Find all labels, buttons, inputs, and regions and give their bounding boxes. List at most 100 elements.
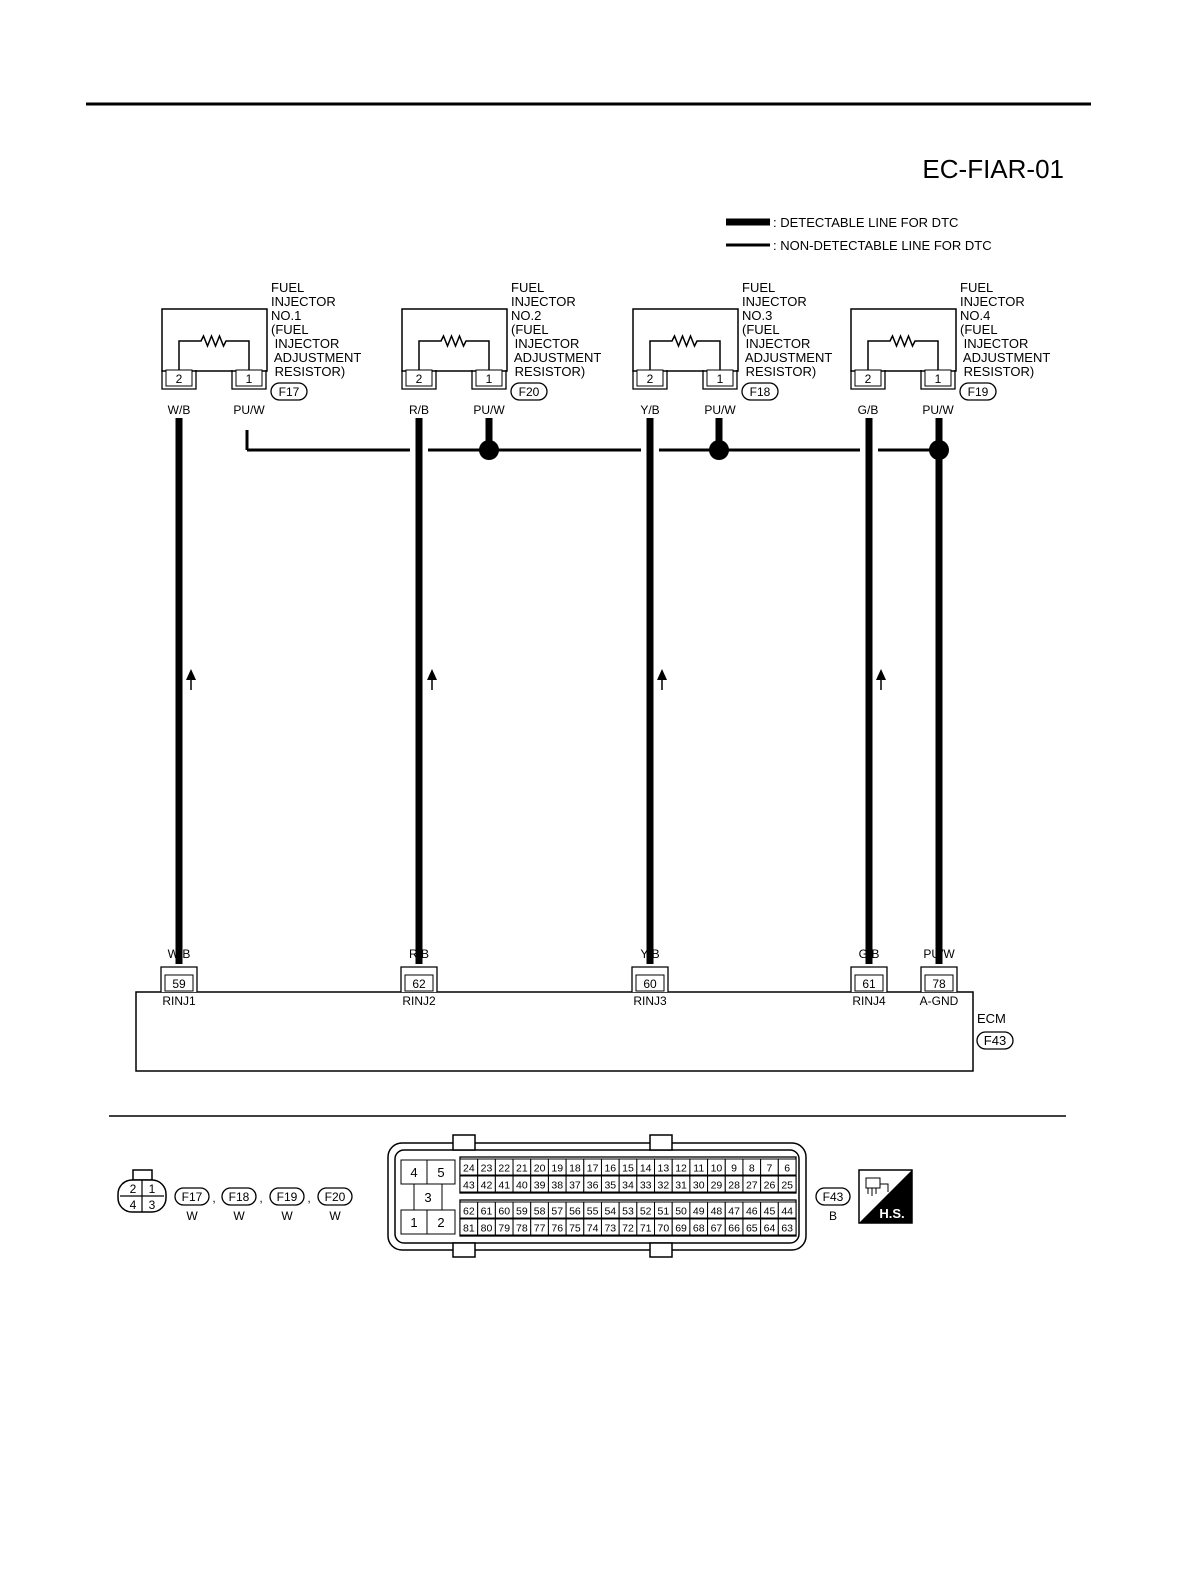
ecm-pin-number: 7 — [767, 1163, 773, 1175]
ecm-pin-number: 47 — [728, 1206, 740, 1218]
injector-name-line: INJECTOR — [742, 336, 810, 351]
resistor-icon — [418, 333, 490, 371]
wire-color: R/B — [409, 403, 429, 417]
wire-color: Y/B — [640, 947, 659, 961]
small-pin: 3 — [149, 1198, 156, 1212]
ecm-pin-number: 81 — [463, 1223, 475, 1235]
ecm-pin-number: 37 — [569, 1180, 581, 1192]
pin-cell — [706, 369, 734, 387]
ecm-pin-number: 18 — [569, 1163, 581, 1175]
ecm-pin-number: 13 — [658, 1163, 670, 1175]
ecm-pin-number: 32 — [658, 1180, 670, 1192]
ecm-pin-number: 22 — [498, 1163, 510, 1175]
resistor-icon — [178, 333, 250, 371]
pin-cell — [475, 369, 503, 387]
injector-name-line: RESISTOR) — [742, 364, 816, 379]
pin-cell — [854, 369, 882, 387]
wire-color: Y/B — [640, 403, 659, 417]
connector-badge — [270, 382, 308, 401]
ecm-pin-number: 34 — [622, 1180, 634, 1192]
injector-name-line: INJECTOR — [960, 294, 1025, 309]
ecm-large-pin: 3 — [424, 1190, 431, 1205]
ecm-pin-number: 35 — [604, 1180, 616, 1192]
ecm-connector-id: F43 — [984, 1033, 1006, 1048]
wire-color: PU/W — [923, 947, 955, 961]
injector-name-line: (FUEL — [742, 322, 780, 337]
injector-name-line: INJECTOR — [960, 336, 1028, 351]
pin-cell — [405, 369, 433, 387]
ecm-connector-color: B — [829, 1209, 837, 1223]
ecm-pin-number: 58 — [534, 1206, 546, 1218]
ground-bus — [245, 430, 940, 452]
pin-cell — [165, 369, 193, 387]
signal-name: RINJ2 — [402, 994, 436, 1008]
wire-color: PU/W — [233, 403, 265, 417]
pin-number: 1 — [717, 372, 724, 386]
injector-name-line: (FUEL — [271, 322, 309, 337]
ecm-pin-cell — [777, 1175, 797, 1193]
footer-connector-id: F19 — [277, 1190, 298, 1204]
pin-number: 1 — [486, 372, 493, 386]
injector-name-line: (FUEL — [960, 322, 998, 337]
ecm-pin-number: 69 — [675, 1223, 687, 1235]
connector-latch — [452, 1242, 476, 1258]
ecm-pin-number: 48 — [711, 1206, 723, 1218]
wire-color: R/B — [409, 947, 429, 961]
pin-number: 60 — [643, 977, 657, 991]
separator: , — [307, 1191, 310, 1205]
footer-connector-color: W — [186, 1209, 198, 1223]
ecm-pin-number: 27 — [746, 1180, 758, 1192]
connector-id: F18 — [750, 385, 771, 399]
pin-number: 2 — [176, 372, 183, 386]
arrow-up-icon — [186, 669, 196, 690]
ecm-pin-number: 56 — [569, 1206, 581, 1218]
ecm-pin-number: 38 — [551, 1180, 563, 1192]
injector-name-line: NO.2 — [511, 308, 541, 323]
connector-latch — [132, 1169, 153, 1181]
ecm-pin-number: 50 — [675, 1206, 687, 1218]
pin-number: 61 — [862, 977, 876, 991]
ecm-pin-number: 53 — [622, 1206, 634, 1218]
ecm-pin-number: 21 — [516, 1163, 528, 1175]
diagram-title: EC-FIAR-01 — [922, 154, 1064, 184]
ecm-large-pin: 4 — [410, 1165, 417, 1180]
injector-name-line: NO.3 — [742, 308, 772, 323]
ecm-pin-number: 10 — [711, 1163, 723, 1175]
ecm-pin-number: 65 — [746, 1223, 758, 1235]
hs-label: H.S. — [879, 1206, 904, 1221]
wire-color: W/B — [168, 947, 191, 961]
injector-body — [161, 308, 268, 372]
signal-name: RINJ4 — [852, 994, 886, 1008]
footer-connector-color: W — [233, 1209, 245, 1223]
ecm-pin-number: 64 — [764, 1223, 776, 1235]
ecm-pin-number: 78 — [516, 1223, 528, 1235]
harness-side-icon: H.S. — [858, 1169, 913, 1224]
ecm-large-pin: 1 — [410, 1215, 417, 1230]
injector-name-line: NO.4 — [960, 308, 990, 323]
ecm-pin-number: 39 — [534, 1180, 546, 1192]
ecm-box — [135, 991, 974, 1072]
injector-name-line: ADJUSTMENT — [271, 350, 361, 365]
legend-non-detectable-label: : NON-DETECTABLE LINE FOR DTC — [773, 238, 992, 253]
ecm-pin-number: 40 — [516, 1180, 528, 1192]
ecm-pin-number: 52 — [640, 1206, 652, 1218]
injector-name-line: INJECTOR — [511, 294, 576, 309]
ecm-pin-number: 41 — [498, 1180, 510, 1192]
ecm-connector-badge: F43 — [976, 1031, 1014, 1050]
wire-color: PU/W — [922, 403, 954, 417]
splice-dot-3 — [929, 440, 949, 460]
connector-latch — [649, 1134, 673, 1151]
pin-number: 59 — [172, 977, 186, 991]
small-connector-face: 2 1 4 3 — [117, 1169, 167, 1213]
ecm-pin-number: 43 — [463, 1180, 475, 1192]
ecm-footer-connector-id: F43 — [823, 1190, 844, 1204]
ecm-pin-number: 9 — [731, 1163, 737, 1175]
connector-id: F19 — [968, 385, 989, 399]
